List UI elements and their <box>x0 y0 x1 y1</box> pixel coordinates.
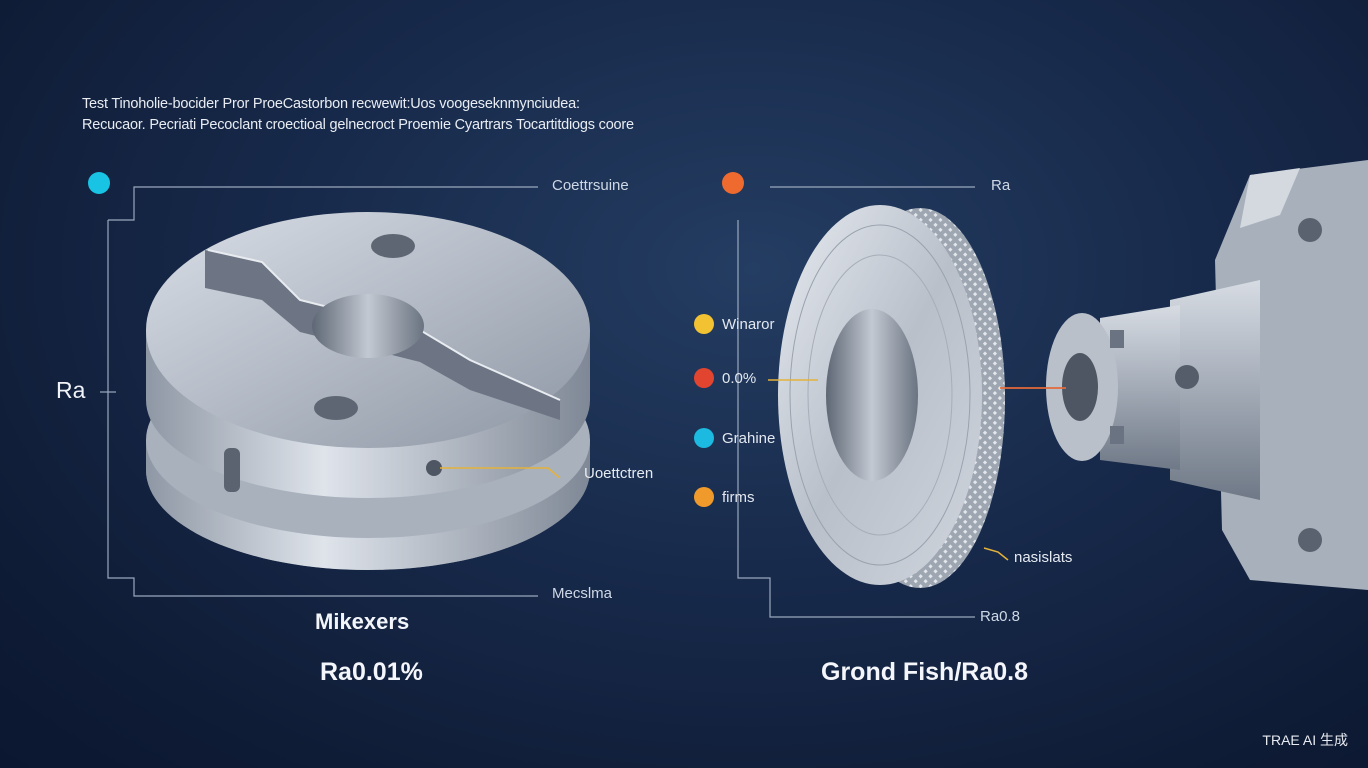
left-part-name: Mikexers <box>315 609 410 634</box>
shaft-part <box>1046 160 1368 590</box>
ring-leader-bottom <box>983 547 1009 561</box>
left-callout-label: Uoettctren <box>584 465 654 482</box>
left-bottom-label: Mecslma <box>552 585 613 602</box>
left-side-label: Ra <box>56 377 86 403</box>
legend-label-3: firms <box>722 489 755 506</box>
legend-label-2: Grahine <box>722 430 776 447</box>
legend-dot-1 <box>694 368 714 388</box>
ring-part <box>778 205 1005 588</box>
intro-line-2: Recucaor. Pecriati Pecoclant croectioal … <box>82 117 634 133</box>
legend-dot-2 <box>694 428 714 448</box>
right-panel-title: Grond Fish/Ra0.8 <box>821 658 1028 686</box>
legend-dot-0 <box>694 314 714 334</box>
right-bottom-label: Ra0.8 <box>980 608 1021 625</box>
left-callout-leader <box>440 467 561 479</box>
legend-label-0: Winaror <box>722 316 775 333</box>
watermark: TRAE AI 生成 <box>1262 732 1348 748</box>
right-top-label: Ra <box>991 177 1011 194</box>
legend-label-1: 0.0% <box>722 370 757 387</box>
chuck-part <box>146 212 590 570</box>
left-callout-lines <box>100 186 538 597</box>
right-callout-label: nasislats <box>1014 549 1073 566</box>
right-panel-dot <box>722 172 744 194</box>
intro-line-1: Test Tinoholie-bocider Pror ProeCastorbo… <box>82 96 580 112</box>
legend-dot-3 <box>694 487 714 507</box>
right-callout-lines <box>737 186 975 618</box>
left-part-value: Ra0.01% <box>320 658 423 686</box>
left-top-label: Coettrsuine <box>552 177 629 194</box>
left-panel-dot <box>88 172 110 194</box>
